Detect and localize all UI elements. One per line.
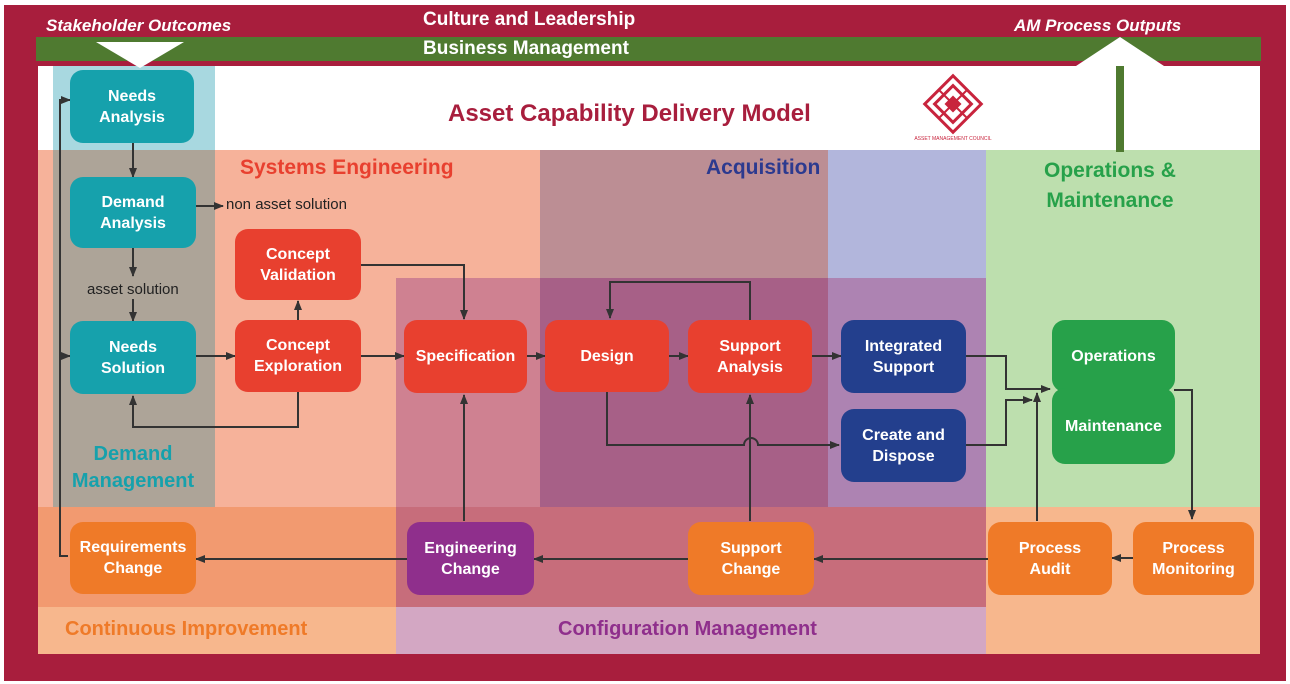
concept-exploration-box[interactable]: Concept Exploration xyxy=(235,320,361,392)
business-management-label: Business Management xyxy=(423,38,629,59)
support-analysis-loop-to-design xyxy=(606,281,751,320)
integrated-support-box[interactable]: Integrated Support xyxy=(841,320,966,393)
acquisition-label: Acquisition xyxy=(706,156,821,179)
culture-leadership-label: Culture and Leadership xyxy=(423,9,636,30)
engineering-change-box[interactable]: Engineering Change xyxy=(407,522,534,595)
create-and-dispose-box[interactable]: Create and Dispose xyxy=(841,409,966,482)
non-asset-solution-note: non asset solution xyxy=(226,196,347,213)
integrated-support-to-operations-arrow xyxy=(966,355,1051,393)
requirements-feedback-line xyxy=(59,96,71,557)
model-title: Asset Capability Delivery Model xyxy=(448,100,811,127)
support-analysis-box[interactable]: Support Analysis xyxy=(688,320,812,393)
logo-mark-icon xyxy=(922,73,984,135)
specification-box[interactable]: Specification xyxy=(404,320,527,393)
design-box[interactable]: Design xyxy=(545,320,669,392)
operations-box[interactable]: Operations xyxy=(1052,320,1175,392)
design-to-create-dispose-arrow xyxy=(606,392,840,449)
am-process-outputs-label: AM Process Outputs xyxy=(1014,16,1182,35)
am-output-arrow xyxy=(1076,37,1164,66)
business-management-band xyxy=(36,37,1261,61)
process-audit-box[interactable]: Process Audit xyxy=(988,522,1112,595)
asset-management-council-logo: ASSET MANAGEMENT COUNCIL xyxy=(914,72,992,148)
am-output-shaft xyxy=(1116,60,1124,152)
systems-engineering-label: Systems Engineering xyxy=(240,156,454,179)
concept-validation-to-specification-arrow xyxy=(361,264,468,320)
requirements-change-box[interactable]: Requirements Change xyxy=(70,522,196,594)
asset-solution-note: asset solution xyxy=(87,281,179,298)
logo-caption: ASSET MANAGEMENT COUNCIL xyxy=(914,136,992,142)
maintenance-to-monitoring-arrow xyxy=(1174,389,1196,520)
stakeholder-outcomes-label: Stakeholder Outcomes xyxy=(46,16,232,35)
continuous-improvement-label: Continuous Improvement xyxy=(65,618,308,640)
needs-analysis-box[interactable]: Needs Analysis xyxy=(70,70,194,143)
needs-solution-box[interactable]: Needs Solution xyxy=(70,321,196,394)
operations-maintenance-label: Operations & Maintenance xyxy=(1044,159,1176,212)
maintenance-box[interactable]: Maintenance xyxy=(1052,388,1175,464)
create-dispose-to-operations-arrow xyxy=(966,396,1033,446)
stakeholder-input-arrow xyxy=(96,42,184,68)
process-monitoring-box[interactable]: Process Monitoring xyxy=(1133,522,1254,595)
concept-validation-box[interactable]: Concept Validation xyxy=(235,229,361,300)
support-change-box[interactable]: Support Change xyxy=(688,522,814,595)
demand-analysis-box[interactable]: Demand Analysis xyxy=(70,177,196,248)
demand-management-label: Demand Management xyxy=(71,443,195,492)
configuration-management-label: Configuration Management xyxy=(558,618,817,640)
concept-exploration-loop-back xyxy=(129,392,299,428)
